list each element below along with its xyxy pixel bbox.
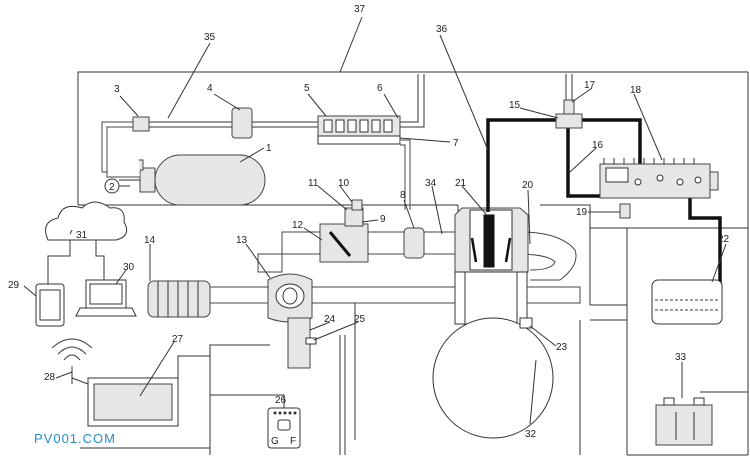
label-35: 35 xyxy=(204,32,216,43)
label-10: 10 xyxy=(338,178,350,189)
label-22: 22 xyxy=(718,234,730,245)
label-31: 31 xyxy=(76,230,88,241)
label-18: 18 xyxy=(630,85,642,96)
label-20: 20 xyxy=(522,180,534,191)
pressure-reducer-3 xyxy=(132,116,150,132)
label-6: 6 xyxy=(377,83,383,94)
label-15: 15 xyxy=(509,100,521,111)
label-28: 28 xyxy=(44,372,56,383)
label-7: 7 xyxy=(453,138,459,149)
label-29: 29 xyxy=(8,280,20,291)
label-5: 5 xyxy=(304,83,310,94)
intake-pipe-upper xyxy=(281,231,463,255)
label-34: 34 xyxy=(425,178,437,189)
gas-cylinder xyxy=(154,154,266,206)
label-3: 3 xyxy=(114,84,120,95)
label-4: 4 xyxy=(207,83,213,94)
coupler-8 xyxy=(403,227,425,259)
enclosure-frames xyxy=(77,71,749,456)
spark-plug xyxy=(483,214,495,268)
leader-lines xyxy=(23,16,727,425)
label-21: 21 xyxy=(455,178,467,189)
watermark: PV001.COM xyxy=(34,431,116,446)
fuel-regulator-15 xyxy=(555,113,583,129)
label-27: 27 xyxy=(172,334,184,345)
wifi-icon xyxy=(63,354,81,361)
label-37: 37 xyxy=(354,4,366,15)
label-8: 8 xyxy=(400,190,406,201)
label-25: 25 xyxy=(354,314,366,325)
label-36: 36 xyxy=(436,24,448,35)
sensor-23 xyxy=(519,317,533,329)
controller-f-mark: F xyxy=(290,436,296,447)
label-30: 30 xyxy=(123,262,135,273)
throttle-sensor xyxy=(344,207,364,227)
label-19: 19 xyxy=(576,207,588,218)
label-16: 16 xyxy=(592,140,604,151)
cylinder-valve-body xyxy=(139,167,156,193)
valve-19 xyxy=(619,203,631,219)
label-17: 17 xyxy=(584,80,596,91)
label-9: 9 xyxy=(380,214,386,225)
label-26: 26 xyxy=(275,395,287,406)
engine-cylinder xyxy=(454,271,528,325)
fuel-valve-17 xyxy=(563,99,575,115)
cloud-icon xyxy=(45,201,128,241)
muffler xyxy=(147,280,211,318)
throttle-body xyxy=(319,223,369,263)
remote-monitor xyxy=(35,201,210,427)
controller-g-mark: G xyxy=(271,436,279,447)
label-11: 11 xyxy=(308,178,319,189)
label-13: 13 xyxy=(236,235,248,246)
fuel-system xyxy=(486,74,723,325)
label-32: 32 xyxy=(525,429,537,440)
controller-26: G F xyxy=(210,394,301,449)
tank-train xyxy=(101,74,425,210)
battery-body xyxy=(655,404,713,446)
filter-4 xyxy=(231,107,253,139)
label-12: 12 xyxy=(292,220,304,231)
label-23: 23 xyxy=(556,342,568,353)
label-24: 24 xyxy=(324,314,336,325)
label-14: 14 xyxy=(144,235,156,246)
battery xyxy=(655,397,713,446)
engine-block xyxy=(432,207,554,439)
crankcase xyxy=(432,317,554,439)
label-1: 1 xyxy=(266,143,272,154)
fuel-tank xyxy=(651,279,723,325)
part-labels: 37 35 36 3 4 5 6 7 1 2 8 10 11 9 12 13 1… xyxy=(8,4,730,440)
label-33: 33 xyxy=(675,352,687,363)
label-2: 2 xyxy=(109,182,115,193)
intake-path xyxy=(147,199,581,369)
